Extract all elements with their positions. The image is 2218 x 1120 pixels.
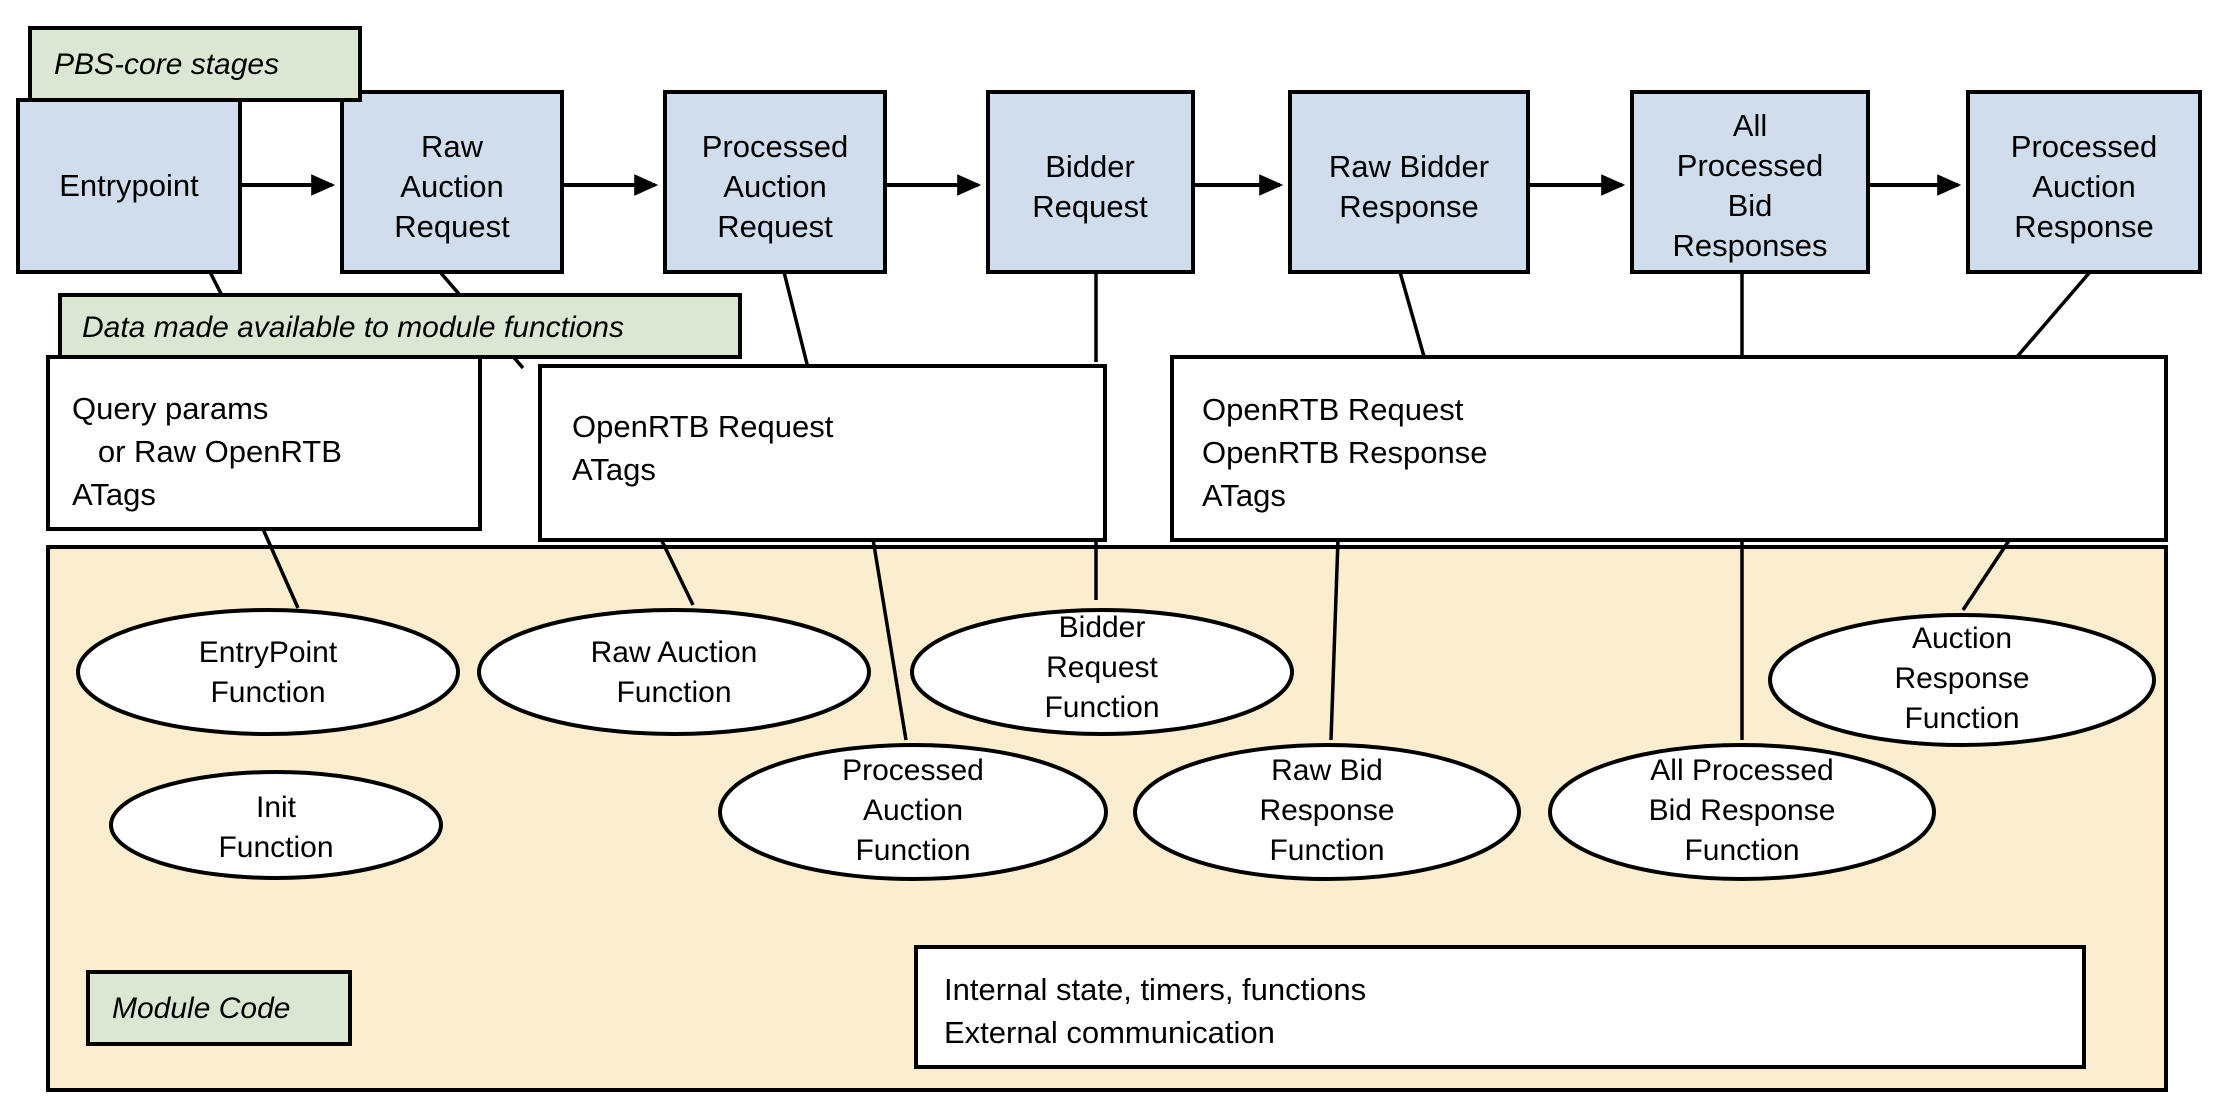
stage-entrypoint[interactable]: Entrypoint [16,98,242,274]
entrypoint-function-line-0: EntryPoint [199,636,338,669]
stage-processed-auction-request-line-2: Request [717,209,833,244]
stage-all-processed-bid-responses-line-2: Bid [1728,188,1773,223]
data-box-request-data: OpenRTB Request ATags [538,364,1107,542]
function-init-function[interactable]: Init Function [109,770,443,880]
function-raw-bid-response-function[interactable]: Raw Bid Response Function [1133,743,1521,881]
response-data-line-1: OpenRTB Response [1202,435,1487,470]
data-to-function-connectors [261,528,2012,741]
stage-processed-auction-request-line-1: Auction [723,169,826,204]
stage-all-processed-bid-responses-line-0: All [1733,108,1767,143]
all-processed-bid-response-function-line-2: Function [1684,834,1799,867]
raw-bid-response-function-line-1: Response [1259,794,1394,827]
init-function-line-1: Function [218,831,333,864]
stage-entrypoint-line-0: Entrypoint [59,168,199,203]
stage-raw-auction-request-line-0: Raw [421,129,484,164]
function-all-processed-bid-response-function[interactable]: All Processed Bid Response Function [1548,743,1936,881]
stage-raw-bidder-response[interactable]: Raw Bidder Response [1288,90,1530,274]
stage-raw-auction-request-line-1: Auction [400,169,503,204]
auction-response-function-line-2: Function [1904,702,2019,735]
request-data-line-1: ATags [572,452,656,487]
legend-data-available-label: Data made available to module functions [82,311,624,344]
legend-data-available: Data made available to module functions [58,293,742,359]
raw-bid-response-function-line-2: Function [1269,834,1384,867]
module-internals-line-0: Internal state, timers, functions [944,972,1366,1007]
stage-bidder-request[interactable]: Bidder Request [986,90,1195,274]
response-data-line-2: ATags [1202,478,1286,513]
entrypoint-data-line-0: Query params [72,391,268,426]
stage-bidder-request-line-1: Request [1032,189,1148,224]
legend-module-code: Module Code [86,970,352,1046]
raw-bid-response-function-line-0: Raw Bid [1271,754,1383,787]
data-box-response-data: OpenRTB Request OpenRTB Response ATags [1170,355,2168,542]
data-box-entrypoint-data: Query params or Raw OpenRTB ATags [46,355,482,531]
function-processed-auction-function[interactable]: Processed Auction Function [718,743,1108,881]
stage-processed-auction-response[interactable]: Processed Auction Response [1966,90,2202,274]
function-auction-response-function[interactable]: Auction Response Function [1768,613,2156,747]
processed-auction-function-line-2: Function [855,834,970,867]
entrypoint-data-line-2: ATags [72,477,156,512]
entrypoint-function-line-1: Function [210,676,325,709]
processed-auction-function-line-1: Auction [863,794,963,827]
function-bidder-request-function[interactable]: Bidder Request Function [910,608,1294,736]
bidder-request-function-line-0: Bidder [1059,611,1146,644]
stage-processed-auction-request[interactable]: Processed Auction Request [663,90,887,274]
all-processed-bid-response-function-line-0: All Processed [1650,754,1833,787]
init-function-line-0: Init [256,791,297,824]
stage-all-processed-bid-responses[interactable]: All Processed Bid Responses [1630,90,1870,274]
raw-auction-function-line-0: Raw Auction [591,636,758,669]
auction-response-function-line-1: Response [1894,662,2029,695]
stage-processed-auction-response-line-1: Auction [2032,169,2135,204]
stage-raw-bidder-response-line-1: Response [1339,189,1479,224]
entrypoint-data-line-1: or Raw OpenRTB [72,434,342,469]
function-raw-auction-function[interactable]: Raw Auction Function [477,608,871,736]
stage-all-processed-bid-responses-line-1: Processed [1677,148,1823,183]
request-data-line-0: OpenRTB Request [572,409,834,444]
stage-raw-auction-request[interactable]: Raw Auction Request [340,90,564,274]
raw-auction-function-line-1: Function [616,676,731,709]
legend-module-code-label: Module Code [112,992,290,1025]
all-processed-bid-response-function-line-1: Bid Response [1649,794,1836,827]
function-entrypoint-function[interactable]: EntryPoint Function [76,608,460,736]
legend-pbs-core-stages-label: PBS-core stages [54,48,279,81]
stage-raw-bidder-response-line-0: Raw Bidder [1329,149,1489,184]
processed-auction-function-line-0: Processed [842,754,984,787]
module-internals-line-1: External communication [944,1015,1275,1050]
module-internals-box: Internal state, timers, functions Extern… [914,945,2086,1069]
stage-all-processed-bid-responses-line-3: Responses [1672,228,1827,263]
bidder-request-function-line-2: Function [1044,691,1159,724]
stage-processed-auction-response-line-0: Processed [2011,129,2157,164]
auction-response-function-line-0: Auction [1912,622,2012,655]
stage-bidder-request-line-0: Bidder [1045,149,1135,184]
bidder-request-function-line-1: Request [1046,651,1158,684]
stage-raw-auction-request-line-2: Request [394,209,510,244]
response-data-line-0: OpenRTB Request [1202,392,1464,427]
stage-processed-auction-request-line-0: Processed [702,129,848,164]
legend-pbs-core-stages: PBS-core stages [28,26,362,102]
stage-processed-auction-response-line-2: Response [2014,209,2154,244]
